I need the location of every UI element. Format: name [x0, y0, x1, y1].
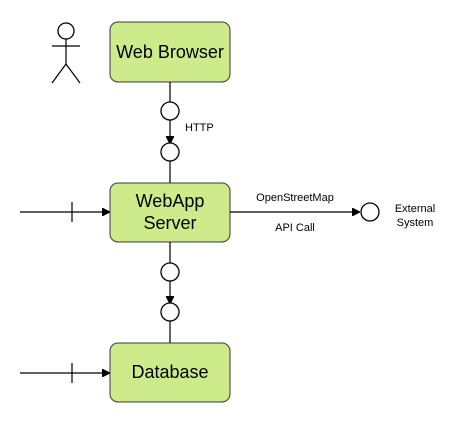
webapp-server-node[interactable]: WebApp Server: [109, 182, 231, 243]
server-top-interface-circle: [160, 142, 180, 162]
external-system-label-line1: External: [395, 203, 435, 215]
external-system-label-line2: System: [397, 217, 434, 229]
web-browser-node[interactable]: Web Browser: [109, 21, 231, 83]
webapp-server-label-line1: WebApp: [136, 191, 205, 211]
external-system-circle[interactable]: [360, 202, 380, 222]
actor-icon: [51, 22, 81, 84]
browser-interface-circle: [160, 101, 180, 121]
database-label: Database: [131, 362, 208, 382]
database-interface-circle: [160, 302, 180, 322]
osm-label-line2: API Call: [275, 222, 315, 234]
http-label: HTTP: [185, 122, 214, 134]
database-node[interactable]: Database: [109, 342, 231, 403]
server-bottom-interface-circle: [160, 262, 180, 282]
server-entry-port: [20, 202, 108, 222]
osm-label-line1: OpenStreetMap: [256, 192, 334, 204]
web-browser-label: Web Browser: [116, 42, 224, 62]
webapp-server-label-line2: Server: [143, 213, 196, 233]
database-entry-port: [20, 363, 108, 383]
